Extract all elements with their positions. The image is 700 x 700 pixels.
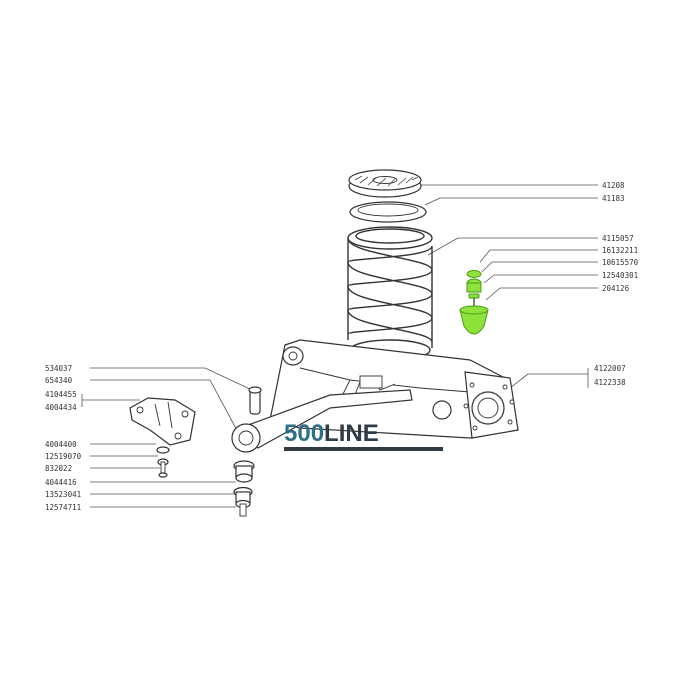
part-number-label: 4122007 bbox=[594, 364, 626, 373]
part-numbers-right: 41208 41183 4115057 16132211 10615570 12… bbox=[594, 181, 639, 387]
part-numbers-left: 534037 654340 4104455 4004434 4004400 12… bbox=[45, 364, 82, 512]
part-number-label: 4122338 bbox=[594, 378, 626, 387]
leader-lines-left bbox=[81, 367, 253, 508]
part-number-label: 4104455 bbox=[45, 390, 77, 399]
part-number-label: 4044416 bbox=[45, 478, 77, 487]
front-bushing-stack bbox=[233, 386, 262, 517]
part-number-label: 4004434 bbox=[45, 403, 77, 412]
suspension-arm bbox=[231, 339, 519, 453]
mounting-bracket bbox=[129, 397, 196, 446]
logo-underline bbox=[284, 447, 443, 451]
logo-rest: LINE bbox=[324, 420, 379, 447]
part-number-label: 12540301 bbox=[602, 271, 638, 280]
part-number-label: 12519070 bbox=[45, 452, 82, 461]
part-number-label: 832022 bbox=[45, 464, 72, 473]
part-number-label: 16132211 bbox=[602, 246, 638, 255]
svg-text:500LINE: 500LINE bbox=[284, 420, 379, 447]
coil-spring bbox=[347, 226, 433, 361]
bump-stop-set bbox=[459, 270, 489, 335]
spring-seat-ring bbox=[349, 201, 427, 223]
part-number-label: 654340 bbox=[45, 376, 73, 385]
part-number-label: 10615570 bbox=[602, 258, 639, 267]
spring-top-mount bbox=[348, 169, 422, 198]
part-number-label: 534037 bbox=[45, 364, 72, 373]
part-number-label: 204126 bbox=[602, 284, 630, 293]
brand-logo: 500LINE bbox=[284, 420, 443, 451]
part-number-label: 41183 bbox=[602, 194, 625, 203]
part-number-label: 4115057 bbox=[602, 234, 634, 243]
part-number-label: 41208 bbox=[602, 181, 625, 190]
part-number-label: 13523041 bbox=[45, 490, 81, 499]
part-number-label: 4004400 bbox=[45, 440, 77, 449]
small-hardware bbox=[156, 446, 170, 478]
logo-accent: 500 bbox=[284, 420, 324, 447]
leader-lines-right bbox=[420, 184, 598, 393]
part-number-label: 12574711 bbox=[45, 503, 81, 512]
